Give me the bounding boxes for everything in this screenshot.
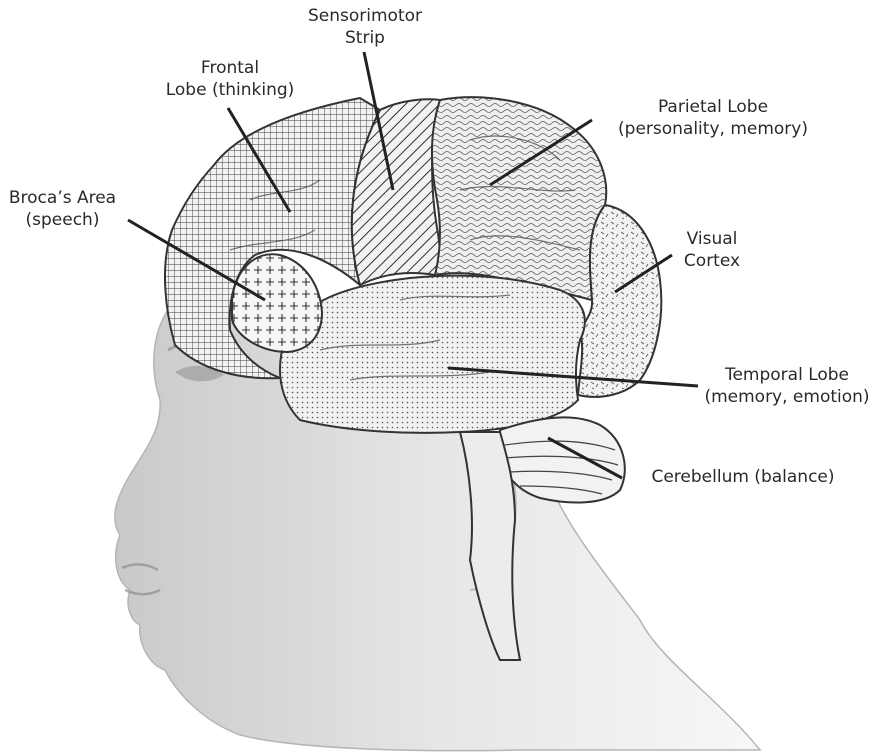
brocas-area-label: Broca’s Area (speech)	[0, 187, 125, 231]
frontal-lobe-label-line1: Frontal	[155, 57, 305, 79]
visual-cortex-label-line2: Cortex	[672, 250, 752, 272]
visual-cortex-label-line1: Visual	[672, 228, 752, 250]
temporal-lobe-label-line1: Temporal Lobe	[692, 364, 882, 386]
sensorimotor-label: Sensorimotor Strip	[300, 5, 430, 49]
visual-cortex-label: Visual Cortex	[672, 228, 752, 272]
sensorimotor-label-line1: Sensorimotor	[300, 5, 430, 27]
cerebellum-label: Cerebellum (balance)	[628, 466, 858, 488]
frontal-lobe-label: Frontal Lobe (thinking)	[155, 57, 305, 101]
parietal-lobe-label-line1: Parietal Lobe	[598, 96, 828, 118]
cerebellum-label-line1: Cerebellum (balance)	[628, 466, 858, 488]
sensorimotor-label-line2: Strip	[300, 27, 430, 49]
brocas-area-label-line2: (speech)	[0, 209, 125, 231]
temporal-lobe-label-line2: (memory, emotion)	[692, 386, 882, 408]
parietal-lobe-label: Parietal Lobe (personality, memory)	[598, 96, 828, 140]
parietal-lobe-label-line2: (personality, memory)	[598, 118, 828, 140]
temporal-lobe-region	[280, 276, 585, 433]
brocas-area-region	[232, 254, 322, 352]
temporal-lobe-label: Temporal Lobe (memory, emotion)	[692, 364, 882, 408]
frontal-lobe-label-line2: Lobe (thinking)	[155, 79, 305, 101]
brocas-area-label-line1: Broca’s Area	[0, 187, 125, 209]
